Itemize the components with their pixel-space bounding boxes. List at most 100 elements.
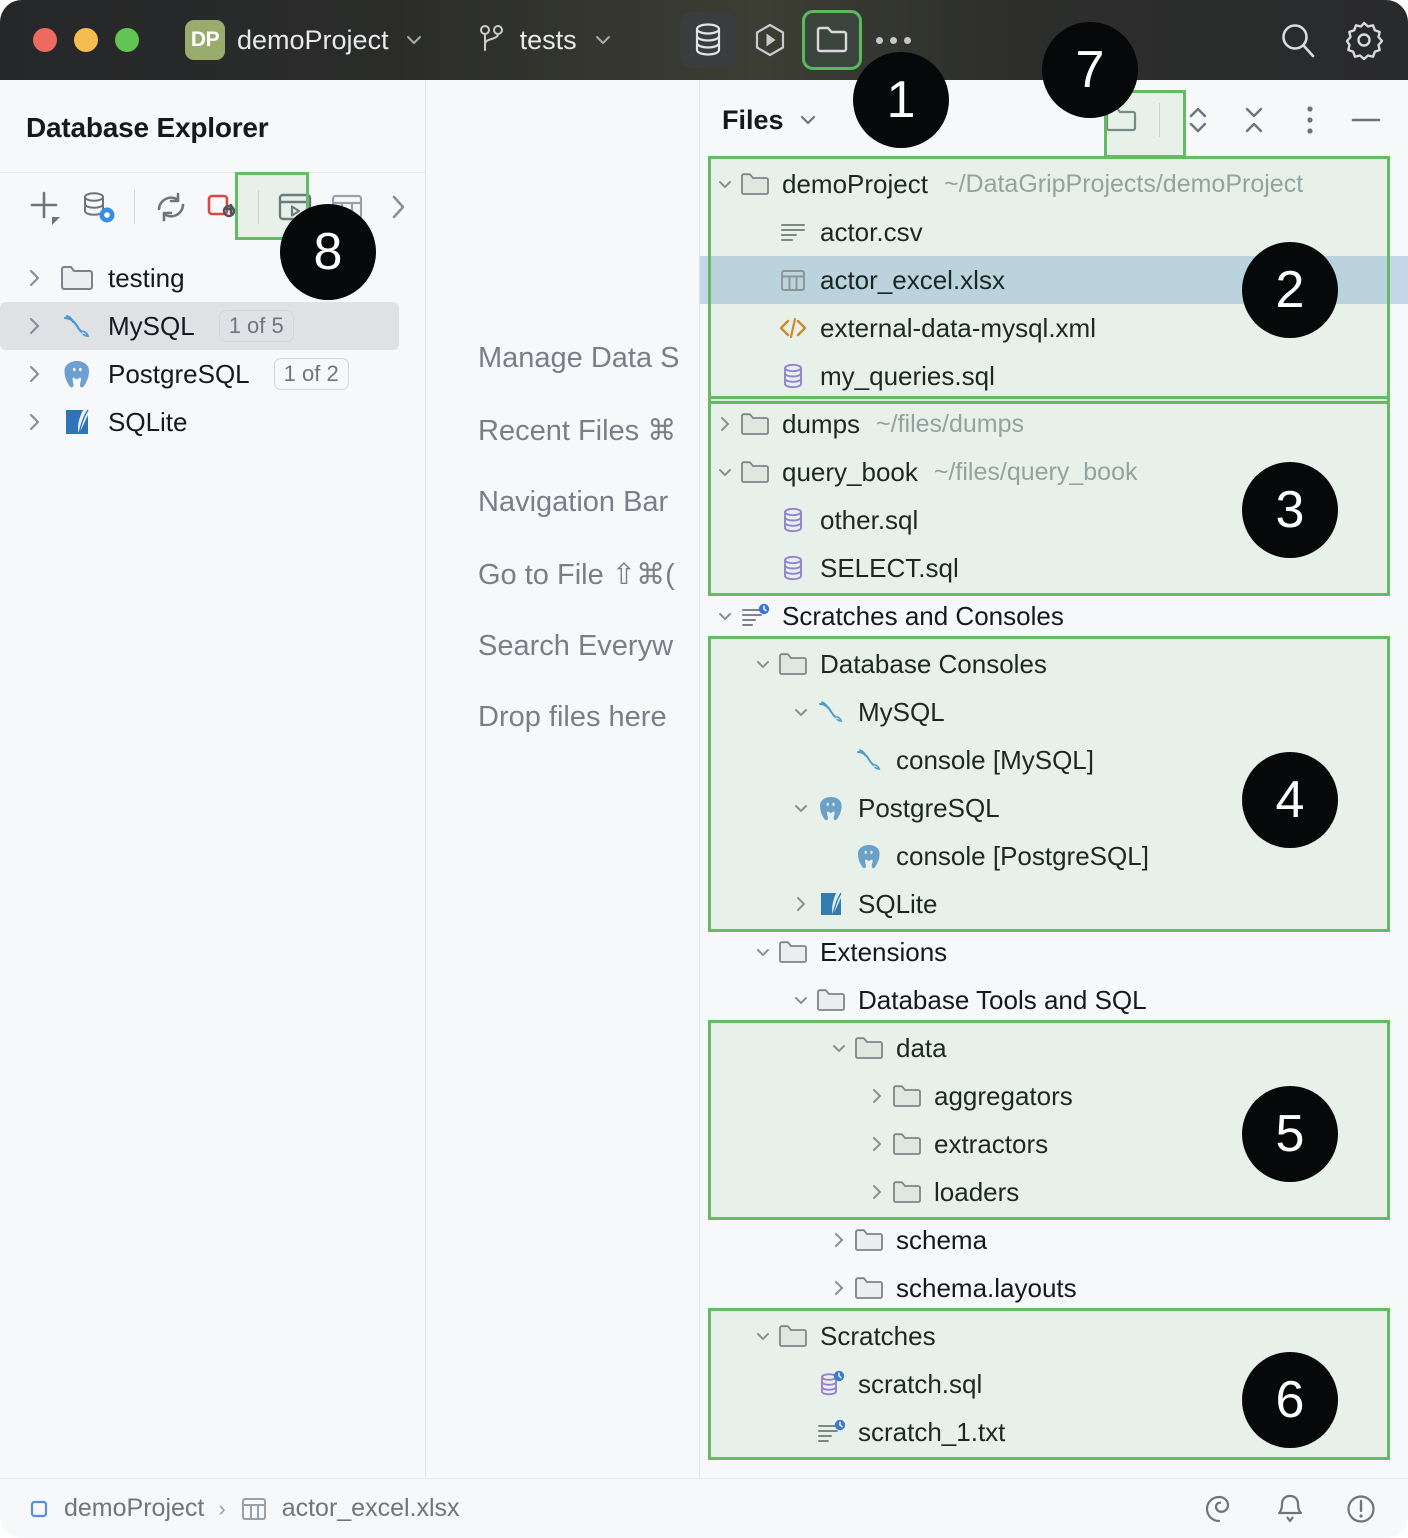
chevron-down-icon[interactable]	[750, 942, 776, 962]
file-tree-row[interactable]: scratch_1.txt	[700, 1408, 1408, 1456]
project-selector[interactable]: DP demoProject	[185, 20, 425, 60]
chevron-down-icon[interactable]	[712, 606, 738, 626]
more-tool-windows-icon[interactable]	[866, 12, 922, 68]
chevron-down-icon[interactable]	[788, 798, 814, 818]
more-chevron-icon[interactable]	[373, 179, 425, 235]
breadcrumb-project: demoProject	[64, 1494, 205, 1522]
tree-item-label: testing	[108, 262, 185, 293]
tree-item-testing[interactable]: testing	[0, 254, 425, 302]
tree-item-sqlite[interactable]: SQLite	[0, 398, 425, 446]
chevron-right-icon[interactable]	[864, 1134, 890, 1154]
chevron-right-icon[interactable]	[864, 1182, 890, 1202]
ai-assistant-icon[interactable]	[1202, 1492, 1236, 1526]
postgresql-icon	[852, 841, 886, 871]
folder-icon	[855, 1277, 883, 1299]
file-tree-row[interactable]: demoProject~/DataGripProjects/demoProjec…	[700, 160, 1408, 208]
search-icon[interactable]	[1276, 18, 1320, 62]
gear-icon[interactable]	[1342, 18, 1386, 62]
file-tree-row[interactable]: schema	[700, 1216, 1408, 1264]
chevron-down-icon[interactable]	[796, 108, 820, 132]
file-tree-row[interactable]: aggregators	[700, 1072, 1408, 1120]
chevron-right-icon[interactable]	[24, 315, 46, 337]
problems-icon[interactable]	[1344, 1492, 1378, 1526]
file-tree-row[interactable]: schema.layouts	[700, 1264, 1408, 1312]
close-window-button[interactable]	[33, 28, 57, 52]
chevron-right-icon[interactable]	[826, 1278, 852, 1298]
file-tree-row[interactable]: Scratches	[700, 1312, 1408, 1360]
file-tree-row[interactable]: loaders	[700, 1168, 1408, 1216]
collapse-all-icon[interactable]	[1226, 92, 1282, 148]
chevron-right-icon[interactable]	[712, 414, 738, 434]
chevron-right-icon[interactable]	[826, 1230, 852, 1250]
chevron-down-icon[interactable]	[826, 1038, 852, 1058]
hint-navigation-bar: Navigation Bar	[478, 486, 669, 518]
refresh-icon[interactable]	[145, 179, 197, 235]
file-tree-row[interactable]: my_queries.sql	[700, 352, 1408, 400]
file-tree-row[interactable]: MySQL	[700, 688, 1408, 736]
folder-icon	[852, 1033, 886, 1063]
chevron-right-icon	[797, 897, 805, 911]
folder-icon	[776, 1321, 810, 1351]
sqlite-icon	[821, 892, 842, 916]
chevron-right-icon[interactable]	[864, 1086, 890, 1106]
run-toolwindow-button[interactable]	[742, 12, 798, 68]
chevron-down-icon	[795, 805, 807, 812]
folder-icon	[741, 173, 769, 195]
files-panel-title: Files	[722, 104, 784, 135]
chevron-down-icon[interactable]	[750, 654, 776, 674]
chevron-right-icon[interactable]	[788, 894, 814, 914]
minimize-window-button[interactable]	[74, 28, 98, 52]
main-area: Database Explorer	[0, 80, 1408, 1478]
callout-badge-1: 1	[853, 52, 949, 148]
file-tree-row[interactable]: PostgreSQL	[700, 784, 1408, 832]
file-tree-row[interactable]: SQLite	[700, 880, 1408, 928]
chevron-down-icon[interactable]	[750, 1326, 776, 1346]
hint-go-to-file: Go to File ⇧⌘(	[478, 559, 675, 591]
file-tree-row[interactable]: Database Tools and SQL	[700, 976, 1408, 1024]
tree-item-postgresql[interactable]: PostgreSQL 1 of 2	[0, 350, 425, 398]
file-tree-row[interactable]: data	[700, 1024, 1408, 1072]
maximize-window-button[interactable]	[115, 28, 139, 52]
chevron-down-icon[interactable]	[788, 990, 814, 1010]
chevron-right-icon[interactable]	[24, 411, 46, 433]
hide-icon[interactable]	[1338, 92, 1394, 148]
chevron-right-icon[interactable]	[24, 363, 46, 385]
disconnect-icon[interactable]	[197, 179, 249, 235]
sql-icon	[784, 363, 802, 389]
file-tree-row[interactable]: SELECT.sql	[700, 544, 1408, 592]
file-tree-row[interactable]: Extensions	[700, 928, 1408, 976]
file-tree-row[interactable]: extractors	[700, 1120, 1408, 1168]
data-source-properties-icon[interactable]	[72, 179, 124, 235]
postgresql-icon	[60, 358, 94, 390]
add-icon[interactable]	[20, 179, 72, 235]
breadcrumb[interactable]: demoProject › actor_excel.xlsx	[28, 1494, 460, 1523]
database-explorer-panel: Database Explorer	[0, 80, 426, 1478]
chevron-down-icon[interactable]	[712, 174, 738, 194]
file-tree-row[interactable]: scratch.sql	[700, 1360, 1408, 1408]
database-explorer-toolwindow-button[interactable]	[679, 12, 736, 68]
toolbar-divider	[1159, 103, 1160, 137]
file-tree-row[interactable]: other.sql	[700, 496, 1408, 544]
notifications-icon[interactable]	[1274, 1492, 1306, 1526]
chevron-right-icon[interactable]	[24, 267, 46, 289]
files-toolwindow-button[interactable]	[801, 10, 862, 70]
file-tree-row[interactable]: query_book~/files/query_book	[700, 448, 1408, 496]
file-tree-row[interactable]: actor.csv	[700, 208, 1408, 256]
database-explorer-toolbar	[0, 172, 425, 240]
file-tree-row[interactable]: Database Consoles	[700, 640, 1408, 688]
file-tree-row[interactable]: dumps~/files/dumps	[700, 400, 1408, 448]
file-tree-label: console [MySQL]	[896, 744, 1094, 775]
options-icon[interactable]	[1282, 92, 1338, 148]
hint-recent-files: Recent Files ⌘	[478, 415, 677, 447]
expand-collapse-icon[interactable]	[1170, 92, 1226, 148]
file-tree-label: MySQL	[858, 696, 945, 727]
file-tree-row[interactable]: external-data-mysql.xml	[700, 304, 1408, 352]
chevron-down-icon[interactable]	[788, 702, 814, 722]
file-tree-row[interactable]: console [MySQL]	[700, 736, 1408, 784]
branch-selector[interactable]: tests	[477, 23, 614, 57]
chevron-down-icon[interactable]	[712, 462, 738, 482]
file-tree-row[interactable]: console [PostgreSQL]	[700, 832, 1408, 880]
window-controls[interactable]	[33, 28, 139, 52]
file-tree-row[interactable]: Scratches and Consoles	[700, 592, 1408, 640]
tree-item-mysql[interactable]: MySQL 1 of 5	[0, 302, 399, 350]
